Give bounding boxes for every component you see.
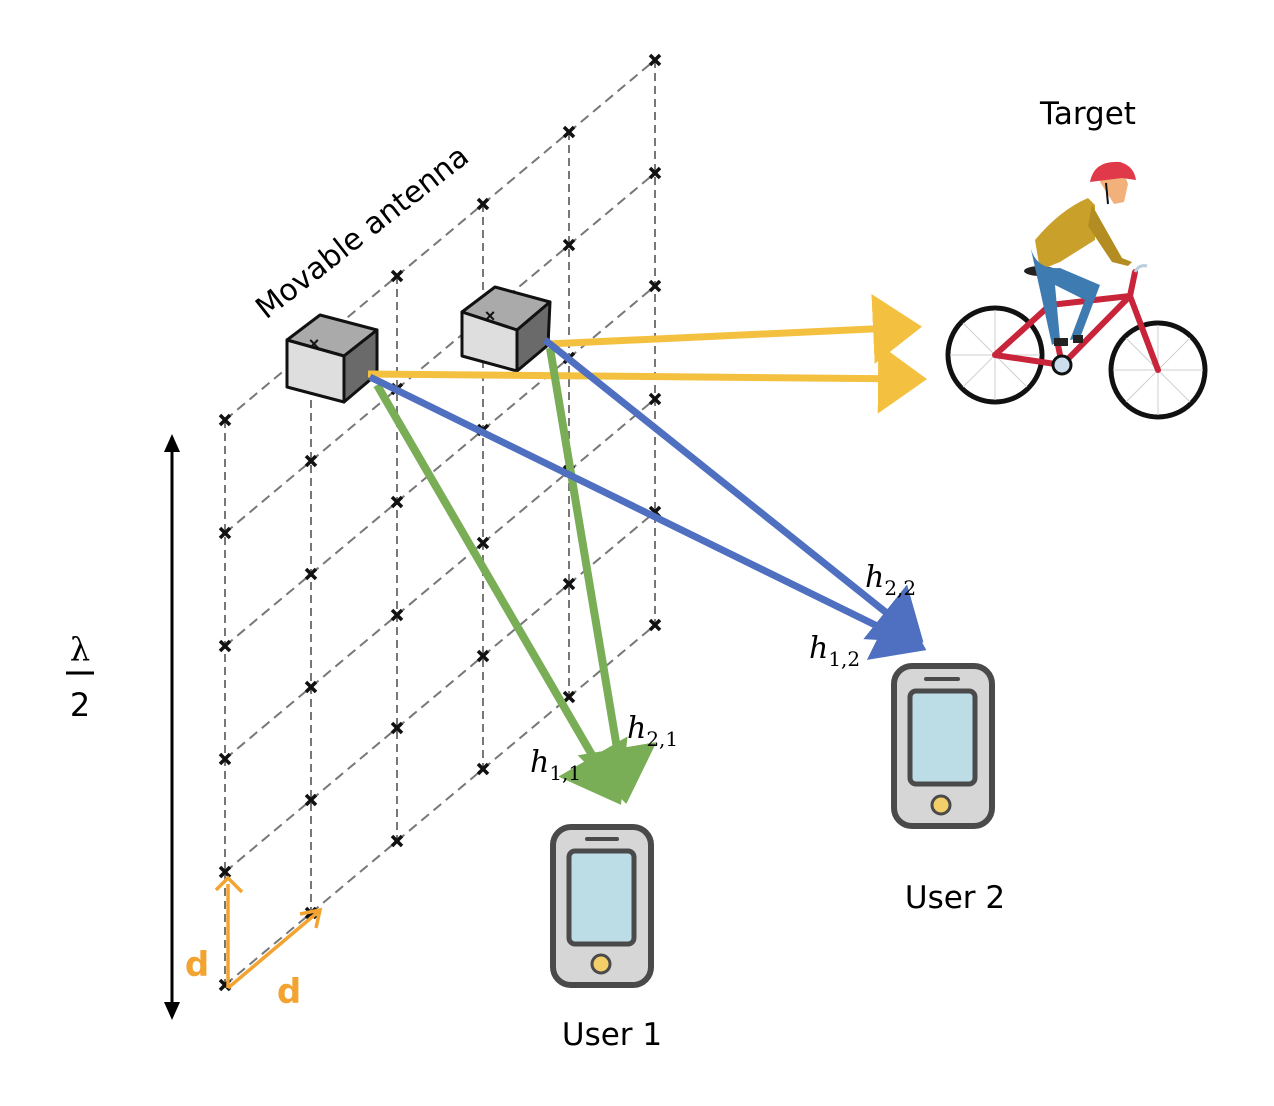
cyclist-target-icon <box>945 161 1208 420</box>
channel-label-h11: h1,1 <box>530 745 581 785</box>
channel-label-h22: h2,2 <box>865 560 916 600</box>
candidate-position-marker[interactable] <box>218 639 232 653</box>
candidate-position-marker[interactable] <box>562 125 576 139</box>
spacing-label-diagonal: d <box>277 972 301 1012</box>
link-h11 <box>373 382 628 805</box>
channel-label-h21: h2,1 <box>627 711 678 751</box>
candidate-position-marker[interactable] <box>648 392 662 406</box>
channel-label-h12: h1,2 <box>809 631 860 671</box>
candidate-position-marker[interactable] <box>390 834 404 848</box>
candidate-position-marker[interactable] <box>390 269 404 283</box>
candidate-position-marker[interactable] <box>562 577 576 591</box>
sensing-beam-antenna-2 <box>547 293 922 364</box>
link-h21 <box>546 347 657 804</box>
grid-row-line <box>224 511 656 873</box>
user-2-phone-icon[interactable] <box>891 663 995 829</box>
candidate-position-marker[interactable] <box>476 197 490 211</box>
candidate-position-marker[interactable] <box>648 53 662 67</box>
grid-row-line <box>224 285 656 647</box>
candidate-position-marker[interactable] <box>218 526 232 540</box>
grid-row-line <box>224 624 656 986</box>
candidate-position-marker[interactable] <box>476 762 490 776</box>
target-label: Target <box>1039 96 1136 132</box>
candidate-position-marker[interactable] <box>304 680 318 694</box>
candidate-position-marker[interactable] <box>476 536 490 550</box>
grid-row-line <box>224 172 656 534</box>
candidate-position-marker[interactable] <box>218 413 232 427</box>
candidate-position-marker[interactable] <box>562 238 576 252</box>
candidate-position-marker[interactable] <box>476 649 490 663</box>
candidate-position-marker[interactable] <box>304 793 318 807</box>
candidate-position-marker[interactable] <box>648 618 662 632</box>
sensing-beam-antenna-1 <box>367 343 927 414</box>
grid-row-line <box>224 398 656 760</box>
link-h12 <box>368 373 927 660</box>
user-1-phone-icon[interactable] <box>550 824 654 988</box>
wavelength-denominator: 2 <box>70 686 90 724</box>
spacing-arrows <box>214 875 323 990</box>
wavelength-numerator: λ <box>70 630 90 668</box>
wavelength-span-arrow <box>164 434 180 1020</box>
link-h22 <box>542 337 924 643</box>
candidate-position-marker[interactable] <box>304 567 318 581</box>
candidate-position-marker[interactable] <box>218 752 232 766</box>
candidate-position-marker[interactable] <box>390 495 404 509</box>
candidate-position-marker[interactable] <box>304 454 318 468</box>
candidate-position-marker[interactable] <box>218 865 232 879</box>
user-1-label: User 1 <box>562 1017 662 1053</box>
candidate-position-marker[interactable] <box>648 166 662 180</box>
spacing-label-vertical: d <box>185 945 209 985</box>
svg-text:×: × <box>309 334 320 354</box>
movable-antenna-label: Movable antenna <box>249 139 475 327</box>
grid-row-line <box>224 59 656 421</box>
user-2-label: User 2 <box>905 880 1005 916</box>
svg-text:×: × <box>485 306 496 326</box>
candidate-position-marker[interactable] <box>390 721 404 735</box>
movable-antenna-2[interactable]: × <box>460 285 552 373</box>
movable-antenna-1[interactable]: × <box>285 313 379 404</box>
candidate-position-marker[interactable] <box>648 279 662 293</box>
candidate-position-marker[interactable] <box>562 690 576 704</box>
candidate-position-marker[interactable] <box>390 608 404 622</box>
